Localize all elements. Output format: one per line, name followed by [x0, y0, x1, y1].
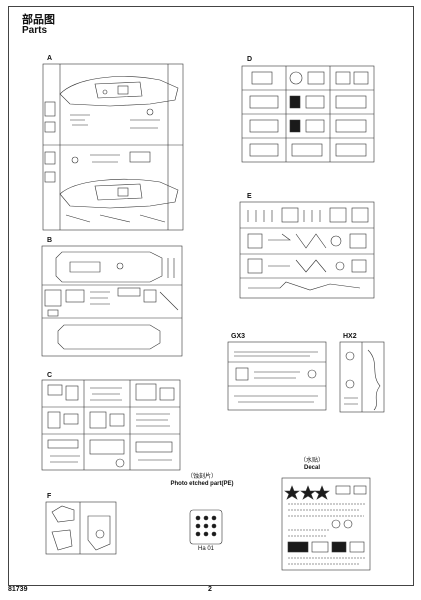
sprue-c	[41, 379, 181, 471]
sprue-label-b: B	[47, 237, 53, 244]
decal-sheet	[281, 477, 371, 571]
sprue-label-f: F	[47, 493, 52, 500]
pe-caption: （蚀刻片） Photo etched part(PE)	[160, 474, 244, 488]
page-number: 2	[208, 586, 212, 593]
page-title-cn: 部品图	[22, 14, 55, 26]
page-title-en: Parts	[22, 25, 48, 36]
decal-caption: （水贴） Decal	[282, 458, 342, 472]
sprue-label-e: E	[247, 193, 252, 200]
sprue-label-hx2: HX2	[343, 333, 357, 340]
sprue-hx2	[339, 341, 385, 413]
sprue-f	[45, 501, 117, 555]
sprue-e	[239, 201, 375, 299]
sprue-label-c: C	[47, 372, 53, 379]
sprue-label-d: D	[247, 56, 253, 63]
pe-code: Ha 01	[197, 546, 214, 552]
sprue-d	[241, 65, 375, 163]
decal-caption-cn: （水贴）	[299, 458, 324, 464]
sprue-b	[41, 245, 183, 357]
photo-etched-fret	[189, 509, 223, 545]
page-frame	[8, 6, 414, 586]
sprue-gx3	[227, 341, 327, 411]
sprue-label-gx3: GX3	[231, 333, 246, 340]
pe-caption-cn: （蚀刻片）	[186, 474, 217, 480]
sprue-label-a: A	[47, 55, 53, 62]
decal-caption-en: Decal	[303, 465, 320, 471]
pe-caption-en: Photo etched part(PE)	[170, 481, 234, 487]
sprue-a	[42, 63, 184, 231]
kit-number: 81739	[8, 586, 28, 593]
